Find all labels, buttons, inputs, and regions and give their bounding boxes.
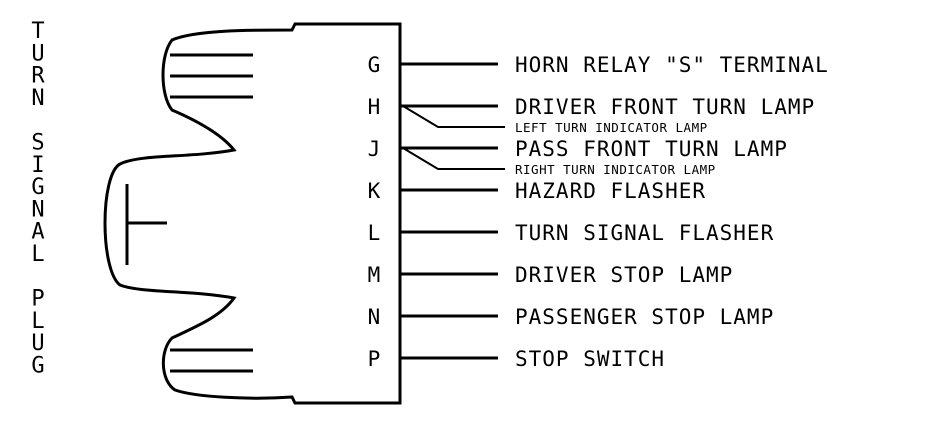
title-letter: L — [31, 242, 44, 267]
title-letter: I — [31, 153, 44, 178]
pin-sublabel: RIGHT TURN INDICATOR LAMP — [515, 162, 716, 177]
pin-letter-p: P — [368, 347, 381, 371]
title-letter: T — [31, 19, 44, 44]
pin-letter-n: N — [368, 305, 381, 329]
pin-label: PASS FRONT TURN LAMP — [515, 137, 788, 161]
pin-letter-l: L — [368, 221, 381, 245]
pin-label: HORN RELAY "S" TERMINAL — [515, 53, 829, 77]
title-letter: L — [31, 309, 44, 334]
pin-branch-wire — [402, 105, 505, 128]
pin-label: TURN SIGNAL FLASHER — [515, 221, 774, 245]
pin-label: PASSENGER STOP LAMP — [515, 305, 774, 329]
title-letter: G — [31, 175, 44, 200]
title-letter: S — [31, 131, 44, 156]
pin-label: DRIVER FRONT TURN LAMP — [515, 95, 815, 119]
pin-branch-wire — [402, 147, 505, 170]
pin-letter-k: K — [368, 179, 381, 203]
pin-letter-g: G — [368, 53, 381, 77]
pin-letter-j: J — [368, 137, 381, 161]
pin-label: HAZARD FLASHER — [515, 179, 706, 203]
title-letter: N — [31, 86, 44, 111]
title-letter: U — [31, 331, 44, 356]
title-letter: G — [31, 354, 44, 379]
pin-letter-m: M — [368, 263, 381, 287]
title-letter: N — [31, 197, 44, 222]
pin-list: G HORN RELAY "S" TERMINAL H DRIVER FRONT TU… — [368, 53, 829, 371]
title-letter: U — [31, 41, 44, 66]
title-letter: R — [31, 64, 45, 89]
title-letter: P — [31, 287, 44, 312]
pin-letter-h: H — [368, 95, 381, 119]
pin-sublabel: LEFT TURN INDICATOR LAMP — [515, 120, 708, 135]
pin-label: DRIVER STOP LAMP — [515, 263, 733, 287]
title-letter: A — [31, 220, 44, 245]
pin-label: STOP SWITCH — [515, 347, 665, 371]
connector-body-outline — [103, 22, 402, 405]
